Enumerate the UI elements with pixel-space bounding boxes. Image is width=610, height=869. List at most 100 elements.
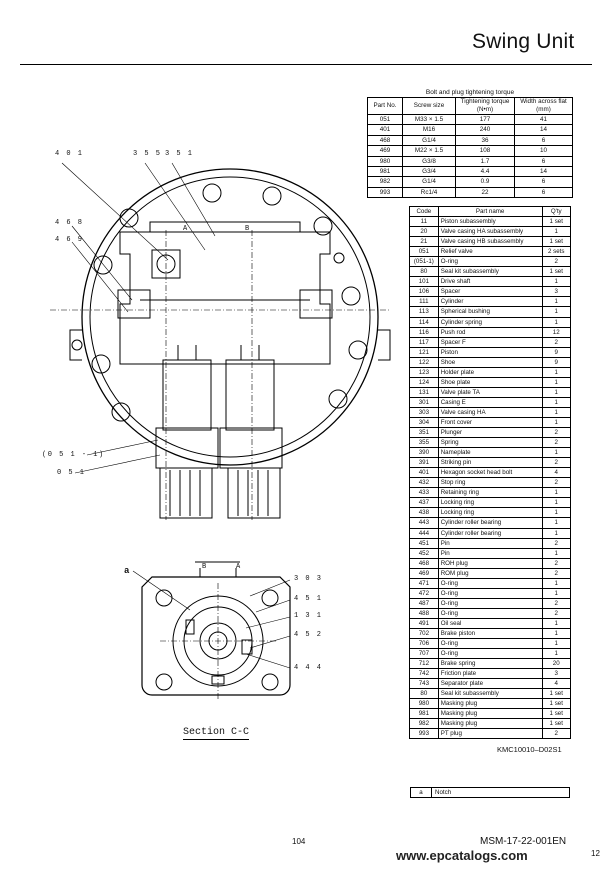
parts-row-cell: 444 <box>409 527 439 539</box>
parts-row-cell: 304 <box>409 416 439 429</box>
parts-row-cell: Separator plate <box>437 678 543 690</box>
parts-row-cell: 117 <box>409 336 439 348</box>
section-label: Section C-C <box>183 727 250 740</box>
parts-row-cell: 21 <box>409 236 439 248</box>
torque-row-cell: G1/4 <box>402 176 456 188</box>
parts-row-cell: 1 set <box>541 708 571 720</box>
parts-row-cell: 1 <box>541 447 571 459</box>
torque-row-cell: M22 × 1.5 <box>402 145 456 157</box>
callout-401: 4 0 1 <box>55 150 84 158</box>
parts-row-cell: 993 <box>409 728 439 740</box>
drawing-id: KMC10010–D02S1 <box>497 745 562 754</box>
parts-row-cell: Cylinder spring <box>437 316 543 328</box>
parts-row-cell: 438 <box>409 507 439 519</box>
parts-row-cell: 1 <box>541 507 571 519</box>
parts-row-cell: 2 <box>541 477 571 489</box>
page-number: 104 <box>292 837 306 846</box>
parts-row-cell: 451 <box>409 537 439 549</box>
parts-row-cell: 468 <box>409 557 439 569</box>
parts-row-cell: 443 <box>409 517 439 529</box>
section-letter-a-lower: A <box>236 563 242 571</box>
torque-row-cell: 981 <box>367 166 403 178</box>
parts-row-cell: 401 <box>409 467 439 479</box>
parts-row-cell: O-ring <box>437 607 543 619</box>
parts-row-cell: 702 <box>409 627 439 640</box>
parts-row-cell: 707 <box>409 648 439 660</box>
parts-row-cell: 469 <box>409 567 439 579</box>
torque-row-cell: 6 <box>514 186 573 199</box>
parts-row-cell: 1 <box>541 648 571 660</box>
torque-row-cell: 14 <box>514 166 573 178</box>
section-letter-b-lower: B <box>202 563 208 571</box>
torque-row-cell: M33 × 1.5 <box>402 113 456 126</box>
torque-table: Part No. Screw size Tightening torque (N… <box>367 97 573 199</box>
parts-row-cell: 980 <box>409 698 439 710</box>
callout-051-1: (0 5 1 - 1) <box>42 451 105 459</box>
parts-row-cell: 301 <box>409 396 439 408</box>
callout-351: 3 5 1 <box>165 150 194 158</box>
section-letter-b-top: B <box>245 225 251 233</box>
parts-row-cell: 121 <box>409 346 439 358</box>
parts-row-cell: Locking ring <box>437 507 543 519</box>
parts-row-cell: 1 <box>541 296 571 308</box>
parts-row-cell: 1 <box>541 366 571 378</box>
parts-row-cell: 355 <box>409 437 439 449</box>
parts-row-cell: 1 <box>541 396 571 408</box>
parts-row-cell: 303 <box>409 406 439 418</box>
parts-row-cell: 122 <box>409 356 439 368</box>
parts-table-header: Code Part name Q'ty <box>409 205 571 218</box>
parts-row-cell: Stop ring <box>437 477 543 489</box>
parts-row-cell: Front cover <box>437 416 543 429</box>
torque-row-cell: 177 <box>455 113 515 126</box>
parts-row-cell: 1 set <box>541 718 571 730</box>
torque-row-cell: 108 <box>455 145 515 157</box>
parts-row-cell: O-ring <box>437 587 543 599</box>
parts-row-cell: 432 <box>409 477 439 489</box>
parts-row-cell: Cylinder roller bearing <box>437 517 543 529</box>
parts-row-cell: 1 <box>541 386 571 398</box>
notch-key: a <box>410 787 432 798</box>
parts-row-cell: 101 <box>409 276 439 288</box>
parts-row-cell: 80 <box>409 688 439 700</box>
parts-header-cell: Part name <box>437 205 543 218</box>
torque-row-cell: 982 <box>367 176 403 188</box>
callout-452: 4 5 2 <box>294 631 323 639</box>
parts-row-cell: 131 <box>409 386 439 398</box>
parts-row-cell: 1 set <box>541 236 571 248</box>
parts-row-cell: 80 <box>409 266 439 278</box>
torque-table-caption: Bolt and plug tightening torque <box>425 89 515 96</box>
parts-row-cell: Piston subassembly <box>437 216 543 228</box>
parts-row-cell: 1 <box>541 226 571 238</box>
parts-row-cell: 712 <box>409 658 439 670</box>
notch-label: Notch <box>431 787 570 798</box>
parts-row-cell: Friction plate <box>437 668 543 680</box>
torque-row-cell: 051 <box>367 113 403 126</box>
parts-row-cell: 2 <box>541 537 571 549</box>
parts-row-cell: 1 <box>541 517 571 529</box>
parts-row-cell: 1 <box>541 638 571 650</box>
parts-row-cell: 123 <box>409 366 439 378</box>
parts-row-cell: 2 <box>541 256 571 268</box>
parts-row-cell: 981 <box>409 708 439 720</box>
parts-row-cell: Pin <box>437 537 543 549</box>
